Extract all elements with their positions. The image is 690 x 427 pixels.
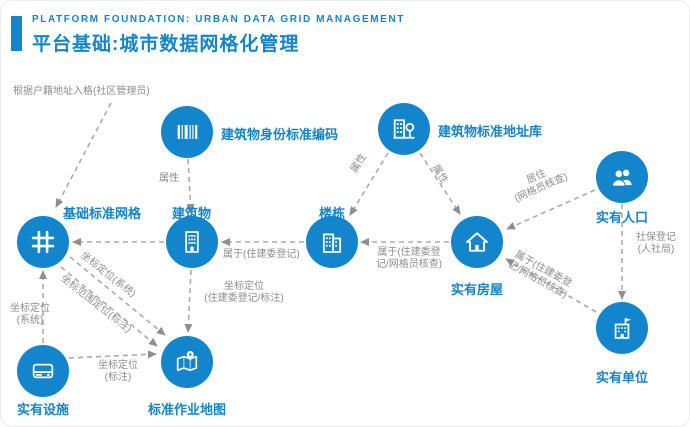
label-house: 实有房屋 [451, 282, 504, 297]
node-map [161, 336, 213, 388]
label-unit: 实有单位 [596, 370, 649, 385]
page-title: 平台基础:城市数据网格化管理 [32, 34, 300, 55]
edge-label-belong-loudong-building: 属于(住建委登记) [223, 249, 300, 260]
building-address-icon [390, 115, 418, 143]
label-coding: 建筑物身份标准编码 [221, 127, 339, 142]
people-icon [608, 163, 636, 191]
edge-addresslib-to-house [419, 152, 461, 215]
label-grid: 基础标准网格 [63, 206, 142, 221]
label-building: 建筑物 [172, 206, 212, 221]
title-accent-bar [11, 16, 22, 51]
page-subtitle: PLATFORM FOUNDATION: URBAN DATA GRID MAN… [32, 14, 405, 25]
edge-label-grid-entry: 根据户籍地址入格(社区管理员) [13, 86, 150, 97]
node-population [596, 151, 648, 203]
node-building [166, 216, 218, 268]
edge-label-coord-annotate-map: 坐标定位 (标注) [98, 360, 138, 383]
node-addresslib [378, 103, 430, 155]
node-house [451, 216, 503, 268]
label-addresslib: 建筑物标准地址库 [438, 124, 543, 139]
barcode-icon [173, 118, 201, 146]
edge-label-attr-coding: 属性 [159, 173, 179, 184]
edge-label-coord-system-left: 坐标定位 (系统) [10, 303, 50, 326]
edge-label-belong-house-loudong: 属于(住建委登 记/网格员核查) [375, 247, 443, 270]
edge-entry-to-grid [55, 102, 112, 208]
facility-icon [29, 357, 57, 385]
label-population: 实有人口 [596, 210, 649, 225]
map-pin-icon [173, 348, 201, 376]
edge-facility-to-map [68, 350, 157, 359]
node-coding [161, 106, 213, 158]
org-flag-icon [608, 314, 636, 342]
label-map: 标准作业地图 [148, 402, 227, 417]
edge-label-coord-building-map: 坐标定位 (住建委登记/标注) [204, 281, 284, 304]
building-icon [178, 228, 206, 256]
edge-addresslib-to-loudong [349, 152, 389, 216]
node-unit [596, 302, 648, 354]
edge-label-social-register: 社保登记 (人社局) [636, 232, 676, 255]
node-facility [17, 345, 69, 397]
edge-grid-to-map-b [60, 266, 158, 347]
grid-icon [29, 228, 57, 256]
house-icon [463, 228, 491, 256]
page-header: PLATFORM FOUNDATION: URBAN DATA GRID MAN… [11, 14, 405, 56]
node-loudong [306, 216, 358, 268]
building-block-icon [318, 228, 346, 256]
node-grid [17, 216, 69, 268]
edge-building-to-map [184, 269, 193, 333]
label-loudong: 楼栋 [319, 206, 346, 221]
label-facility: 实有设施 [17, 402, 70, 417]
edge-grid-to-map-a [69, 256, 166, 336]
edge-population-to-house [506, 189, 596, 230]
